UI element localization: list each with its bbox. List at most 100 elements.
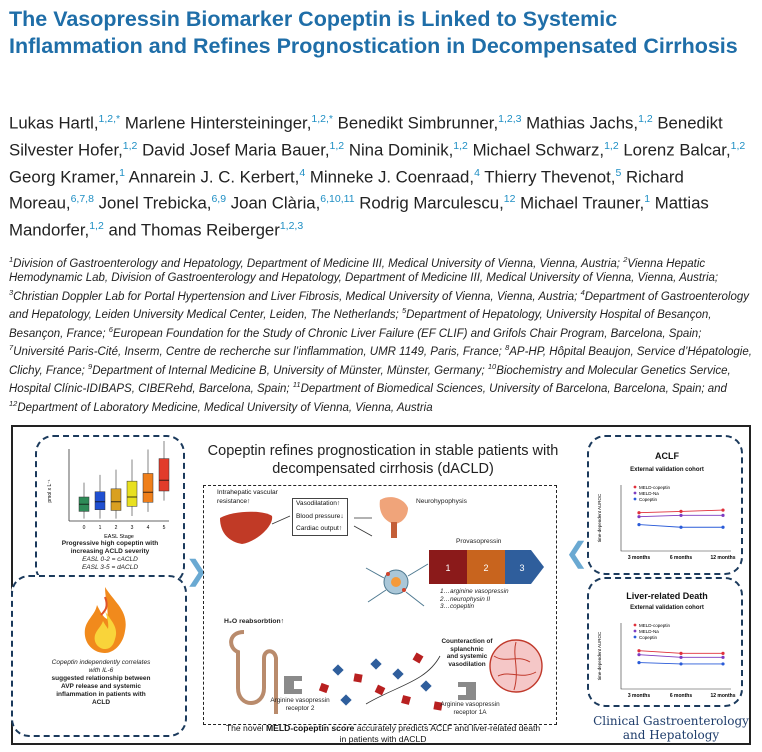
provasopressin-bar: 1 2 3 <box>429 550 544 584</box>
affiliation-text: Department of Gastroenterology and Hepat… <box>9 290 750 322</box>
boxplot-xlabel: EASL Stage <box>104 534 134 540</box>
author-affiliation-marker: 1,2 <box>638 113 653 125</box>
boxplot-tick-label: 5 <box>163 525 166 531</box>
chart-legend-label: Copeptin <box>639 497 658 502</box>
chevron-right-icon: ❯ <box>185 555 209 586</box>
affiliation-number: 3 <box>9 288 14 298</box>
author-name: Mattias Mandorfer, <box>9 193 709 240</box>
article-title: The Vasopressin Biomarker Copeptin is Li… <box>9 7 738 58</box>
chart-point <box>679 662 683 666</box>
aclf-heading: ACLF <box>655 451 679 461</box>
chart-ylabel: time-dependent AUROC <box>597 631 602 680</box>
affiliation-text: AP-HP, Hôpital Beaujon, Service d’Hépato… <box>9 346 752 377</box>
boxplot-ylabel: pmol x L⁻¹ <box>47 479 53 503</box>
death-subtitle: External validation cohort <box>630 605 704 611</box>
author-affiliation-marker: 1 <box>119 166 125 179</box>
affiliation-text: Department of Biomedical Sciences, Unive… <box>300 382 727 395</box>
chart-point <box>637 653 641 657</box>
author-affiliation-marker: 1,2,* <box>311 113 333 125</box>
svg-text:3: 3 <box>519 563 524 573</box>
vessel-network-icon <box>489 639 543 693</box>
affiliation-number: 9 <box>88 361 93 371</box>
author-name: and Thomas Reiberger <box>108 220 280 240</box>
resistance-label: Intrahepatic vascular resistance↑ <box>214 488 281 507</box>
affiliation-text: Department of Laboratory Medicine, Medic… <box>17 401 433 414</box>
author-name: Michael Trauner, <box>520 193 645 213</box>
author-name: Marlene Hintersteininger, <box>124 113 312 133</box>
chart-point <box>679 525 683 529</box>
affiliation-number: 1 <box>9 255 14 264</box>
inflammation-panel: Copeptin independently correlates with I… <box>11 575 187 737</box>
boxplot-box <box>142 473 154 503</box>
author-affiliation-marker: 4 <box>299 166 306 179</box>
graphical-abstract-title: Copeptin refines prognostication in stab… <box>207 443 559 477</box>
author-affiliation-marker: 6,7,8 <box>70 193 94 206</box>
affiliation-number: 8 <box>505 343 510 353</box>
neurohypophysis-label: Neurohypophysis <box>416 498 467 505</box>
author-name: Minneke J. Coenraad, <box>309 167 475 187</box>
author-name: Michael Schwarz, <box>472 140 605 160</box>
affiliation-list: 1Division of Gastroenterology and Hepato… <box>9 253 754 415</box>
counteraction-label: Counteraction of splanchnic and systemic… <box>441 638 493 668</box>
chart-x-tick: 6 months <box>670 693 692 699</box>
affiliation-number: 5 <box>401 306 407 316</box>
chart-legend-marker <box>633 497 637 501</box>
receptor-1a-label: Arginine vasopressin receptor 1A <box>440 701 500 716</box>
boxplot-caption-2: increasing ACLD severity <box>70 548 150 555</box>
boxplot-tick-label: 2 <box>115 525 118 531</box>
aclf-chart-panel: ACLF External validation cohort time-dep… <box>587 435 743 575</box>
affiliation-text: Vienna Hepatic Hemodynamic Lab, Division… <box>9 257 719 285</box>
svg-text:1: 1 <box>445 563 450 573</box>
boxplot-box <box>158 458 170 492</box>
boxplot-tick-label: 3 <box>131 525 134 531</box>
chart-legend-label: MELD-Na <box>639 629 659 634</box>
author-name: Mathias Jachs, <box>526 113 639 133</box>
chart-point <box>721 662 725 666</box>
chart-point <box>721 655 725 659</box>
author-name: Richard Moreau, <box>9 167 684 213</box>
boxplot-box <box>94 491 106 510</box>
chart-x-tick: 3 months <box>628 693 650 699</box>
chart-legend-marker <box>633 629 637 633</box>
author-affiliation-marker: 4 <box>474 166 480 179</box>
author-name: Annarein J. C. Kerbert, <box>128 167 300 187</box>
author-name: Lukas Hartl, <box>9 113 99 133</box>
vasopressin-molecules <box>318 652 443 711</box>
author-affiliation-marker: 1 <box>644 193 651 206</box>
chart-legend-marker <box>633 623 637 627</box>
author-name: Joan Clària, <box>230 193 321 213</box>
affiliation-text: Department of Internal Medicine B, Unive… <box>92 364 488 377</box>
chart-point <box>679 513 683 517</box>
neurohypophysis-icon <box>379 497 408 538</box>
chart-x-tick: 3 months <box>628 555 650 561</box>
mechanism-diagram: Intrahepatic vascular resistance↑ Vasodi… <box>203 485 557 725</box>
author-affiliation-marker: 1,2 <box>730 139 746 152</box>
chart-point <box>721 651 725 655</box>
author-affiliation-marker: 5 <box>615 166 622 179</box>
chart-legend-marker <box>633 491 637 495</box>
author-affiliation-marker: 12 <box>503 193 516 206</box>
chart-point <box>679 651 683 655</box>
receptor-1a-icon <box>458 682 476 700</box>
chart-point <box>679 655 683 659</box>
boxplot-tick-label: 0 <box>83 525 86 531</box>
chart-x-tick: 12 months <box>710 555 735 561</box>
h2o-label: H₂O reabsorbtion↑ <box>224 618 285 625</box>
boxplot-tick-label: 4 <box>147 525 150 531</box>
author-name: Rodrig Marculescu, <box>359 193 504 213</box>
author-list: Lukas Hartl, 1,2,* Marlene Hintersteining… <box>9 108 754 242</box>
affiliation-text: Université Paris-Cité, Inserm, Centre de… <box>13 346 506 359</box>
affiliation-text: Division of Gastroenterology and Hepatol… <box>13 257 624 270</box>
chart-legend-marker <box>633 635 637 639</box>
chart-legend-label: Copeptin <box>639 635 658 640</box>
author-affiliation-marker: 1,2 <box>89 220 104 233</box>
author-affiliation-marker: 1,2 <box>453 139 468 152</box>
arrows <box>271 515 441 705</box>
chart-point <box>637 649 641 653</box>
death-chart-panel: Liver-related Death External validation … <box>587 577 743 707</box>
affiliation-number: 10 <box>487 361 497 371</box>
chart-point <box>679 509 683 513</box>
